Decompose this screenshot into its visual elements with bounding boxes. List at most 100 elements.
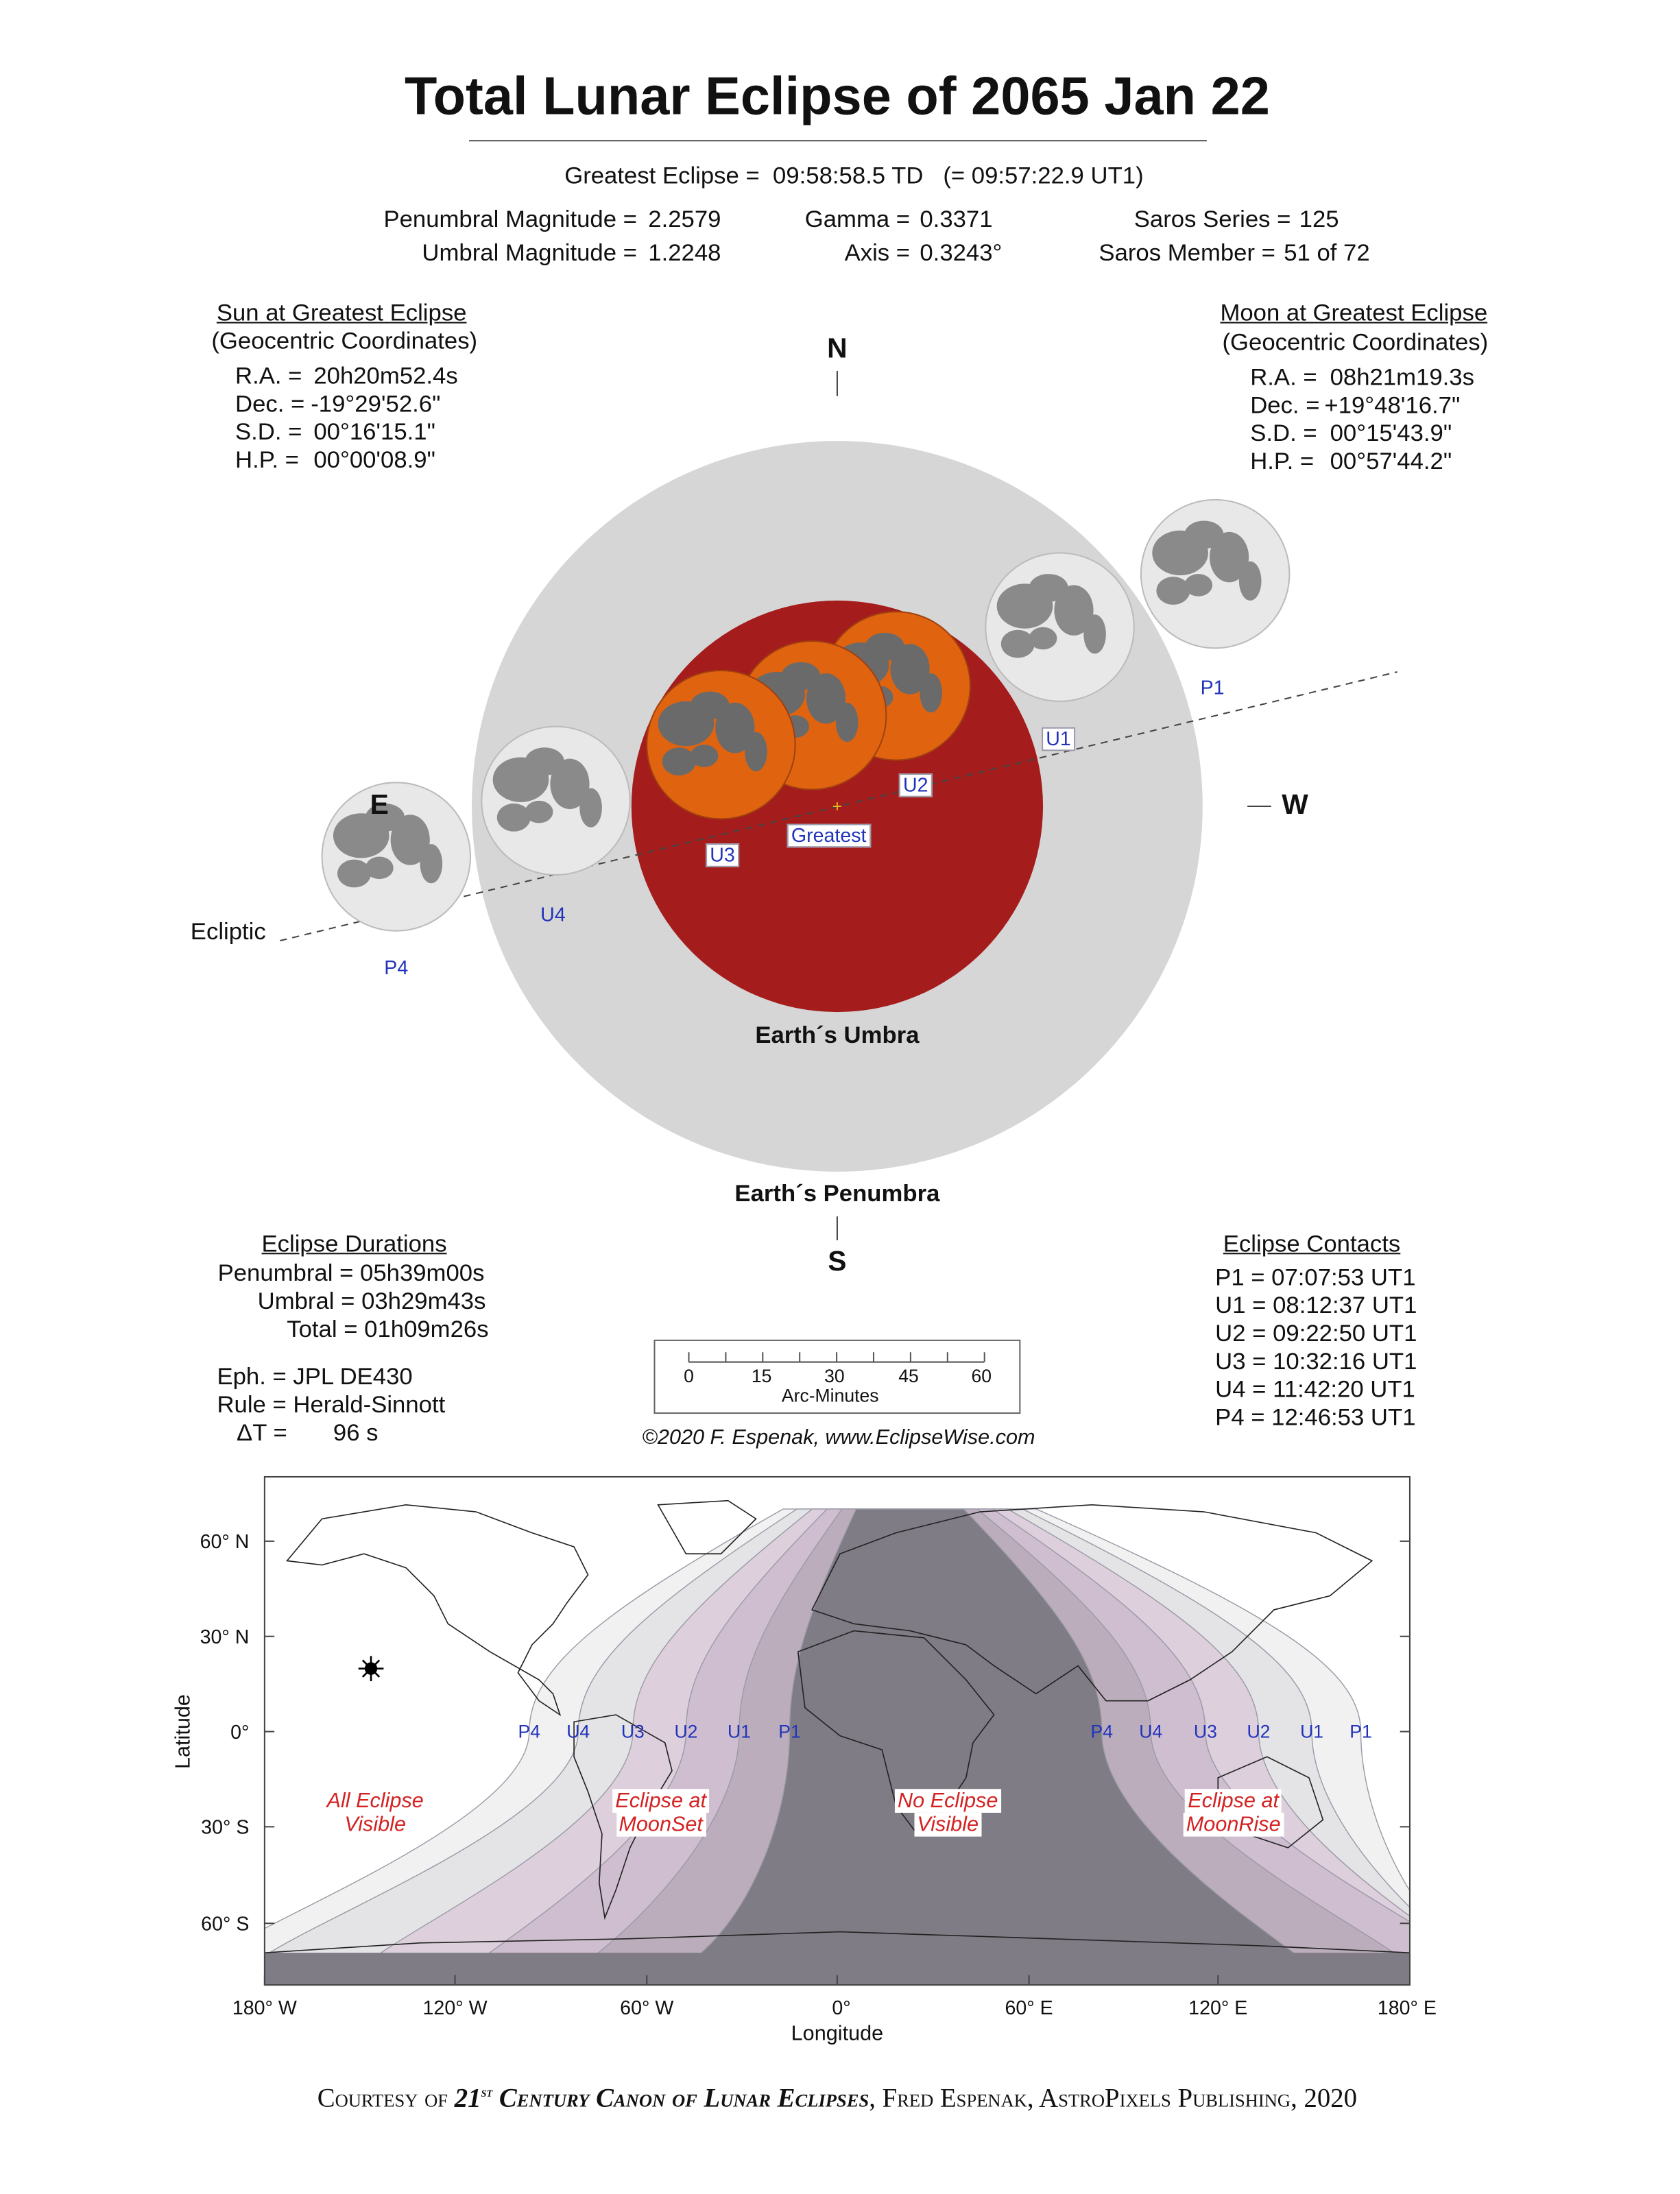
sun-subheading: (Geocentric Coordinates) bbox=[211, 327, 478, 354]
region-line: MoonRise bbox=[1183, 1812, 1284, 1837]
sun-label: S.D. = bbox=[235, 418, 302, 446]
greatest-td: 09:58:58.5 TD bbox=[773, 162, 924, 189]
param-label: Axis = bbox=[844, 239, 911, 266]
map-contact-label: U3 bbox=[1193, 1721, 1217, 1742]
footer-post: , Fred Espenak, AstroPixels Publishing, … bbox=[869, 2084, 1358, 2114]
footer-book: Century Canon of Lunar Eclipses bbox=[492, 2084, 869, 2114]
moon-label: H.P. = bbox=[1250, 448, 1315, 475]
lon-tick-label: 180° E bbox=[1377, 1996, 1437, 2019]
moon-u3 bbox=[646, 669, 796, 820]
contact-label-greatest: Greatest bbox=[787, 823, 871, 848]
contact-label-p4: P4 bbox=[384, 956, 409, 979]
footer-sup: st bbox=[481, 2085, 493, 2101]
contact-time: U1 = 08:12:37 UT1 bbox=[1215, 1292, 1417, 1319]
scale-tick-label: 60 bbox=[971, 1365, 992, 1387]
copyright: ©2020 F. Espenak, www.EclipseWise.com bbox=[642, 1425, 1035, 1450]
param-label: Saros Member = bbox=[1099, 239, 1275, 266]
contact-label-u3: U3 bbox=[706, 843, 739, 867]
greatest-marker: + bbox=[832, 797, 842, 816]
duration-label: Umbral = bbox=[257, 1288, 355, 1315]
umbra-label: Earth´s Umbra bbox=[755, 1022, 920, 1049]
region-line: Eclipse at bbox=[612, 1789, 710, 1813]
param-value: 1.2248 bbox=[648, 239, 721, 266]
greatest-ut: (= 09:57:22.9 UT1) bbox=[943, 162, 1144, 189]
greatest-label: Greatest Eclipse = bbox=[564, 162, 760, 189]
lon-tick-label: 120° E bbox=[1188, 1996, 1248, 2019]
duration-value: 01h09m26s bbox=[364, 1316, 489, 1342]
duration-label: Total = bbox=[287, 1316, 358, 1342]
contact-label-p1: P1 bbox=[1200, 676, 1225, 699]
north-label: N bbox=[827, 333, 848, 365]
ecliptic-label: Ecliptic bbox=[190, 918, 266, 945]
greatest-eclipse: Greatest Eclipse = 09:58:58.5 TD (= 09:5… bbox=[564, 162, 1143, 191]
lat-tick-label: 60° S bbox=[201, 1912, 250, 1935]
lon-tick-label: 180° W bbox=[232, 1996, 297, 2019]
page-title: Total Lunar Eclipse of 2065 Jan 22 bbox=[404, 68, 1270, 127]
x-axis-label: Longitude bbox=[791, 2022, 884, 2046]
param-value: 51 of 72 bbox=[1284, 239, 1370, 266]
region-line: Visible bbox=[914, 1812, 982, 1837]
sun-value: 00°00'08.9" bbox=[313, 446, 435, 474]
param-label: Penumbral Magnitude = bbox=[383, 206, 637, 232]
sun-label: R.A. = bbox=[235, 362, 302, 389]
contact-time: U2 = 09:22:50 UT1 bbox=[1215, 1320, 1417, 1347]
param-label: Umbral Magnitude = bbox=[422, 239, 637, 266]
region-line: No Eclipse bbox=[894, 1789, 1001, 1813]
scale-tick-label: 15 bbox=[751, 1365, 772, 1387]
param-value: 2.2579 bbox=[648, 206, 721, 232]
scale-tick-label: 45 bbox=[898, 1365, 919, 1387]
map-contact-label: U2 bbox=[1247, 1721, 1271, 1742]
rule: Rule = Herald-Sinnott bbox=[217, 1391, 446, 1419]
contact-time: U4 = 11:42:20 UT1 bbox=[1215, 1375, 1415, 1403]
west-label: W bbox=[1282, 790, 1308, 821]
lon-tick-label: 60° W bbox=[620, 1996, 674, 2019]
moon-label: S.D. = bbox=[1250, 420, 1317, 447]
sun-value: 00°16'15.1" bbox=[313, 418, 435, 446]
moon-u4 bbox=[481, 725, 631, 876]
lat-tick-label: 30° N bbox=[200, 1625, 250, 1648]
footer-num: 21 bbox=[454, 2084, 481, 2114]
eurasia-outline bbox=[811, 1504, 1373, 1702]
region-line: Eclipse at bbox=[1185, 1789, 1282, 1813]
lon-tick-label: 60° E bbox=[1005, 1996, 1053, 2019]
durations-heading: Eclipse Durations bbox=[261, 1230, 447, 1257]
map-contact-label: U1 bbox=[728, 1721, 751, 1742]
south-america-outline bbox=[573, 1714, 673, 1920]
north-america-outline bbox=[285, 1504, 589, 1717]
contact-time: P1 = 07:07:53 UT1 bbox=[1215, 1264, 1416, 1291]
lat-tick-label: 60° N bbox=[200, 1530, 250, 1553]
region-line: MoonSet bbox=[616, 1812, 706, 1837]
duration-row: Penumbral = 05h39m00s bbox=[218, 1260, 485, 1288]
map-contact-label: P4 bbox=[518, 1721, 540, 1742]
east-label: E bbox=[370, 790, 389, 821]
ecliptic-line bbox=[280, 671, 1397, 941]
moon-heading: Moon at Greatest Eclipse bbox=[1220, 299, 1488, 326]
map-contact-label: U1 bbox=[1300, 1721, 1324, 1742]
param-label: Saros Series = bbox=[1133, 206, 1291, 232]
contacts-heading: Eclipse Contacts bbox=[1223, 1230, 1401, 1257]
lon-tick-label: 120° W bbox=[422, 1996, 488, 2019]
moon-value: 08h21m19.3s bbox=[1330, 363, 1474, 391]
contact-time: U3 = 10:32:16 UT1 bbox=[1215, 1348, 1417, 1375]
scale-unit: Arc-Minutes bbox=[781, 1385, 879, 1406]
subsolar-point-icon bbox=[358, 1656, 384, 1682]
lat-tick-label: 30° S bbox=[201, 1816, 250, 1838]
sun-value: 20h20m52.4s bbox=[313, 362, 458, 389]
delta-t-value: 96 s bbox=[333, 1419, 379, 1447]
duration-label: Penumbral = bbox=[217, 1259, 354, 1287]
sun-value: -19°29'52.6" bbox=[311, 390, 441, 418]
scale-tick-label: 30 bbox=[824, 1365, 845, 1387]
greenland-outline bbox=[657, 1499, 757, 1555]
map-contact-label: U4 bbox=[1139, 1721, 1163, 1742]
region-line: All Eclipse bbox=[324, 1789, 427, 1813]
moon-value: +19°48'16.7" bbox=[1324, 391, 1461, 419]
continent-outlines bbox=[264, 1499, 1410, 1953]
moon-label: R.A. = bbox=[1250, 363, 1317, 391]
scale-tick-label: 0 bbox=[684, 1365, 694, 1387]
